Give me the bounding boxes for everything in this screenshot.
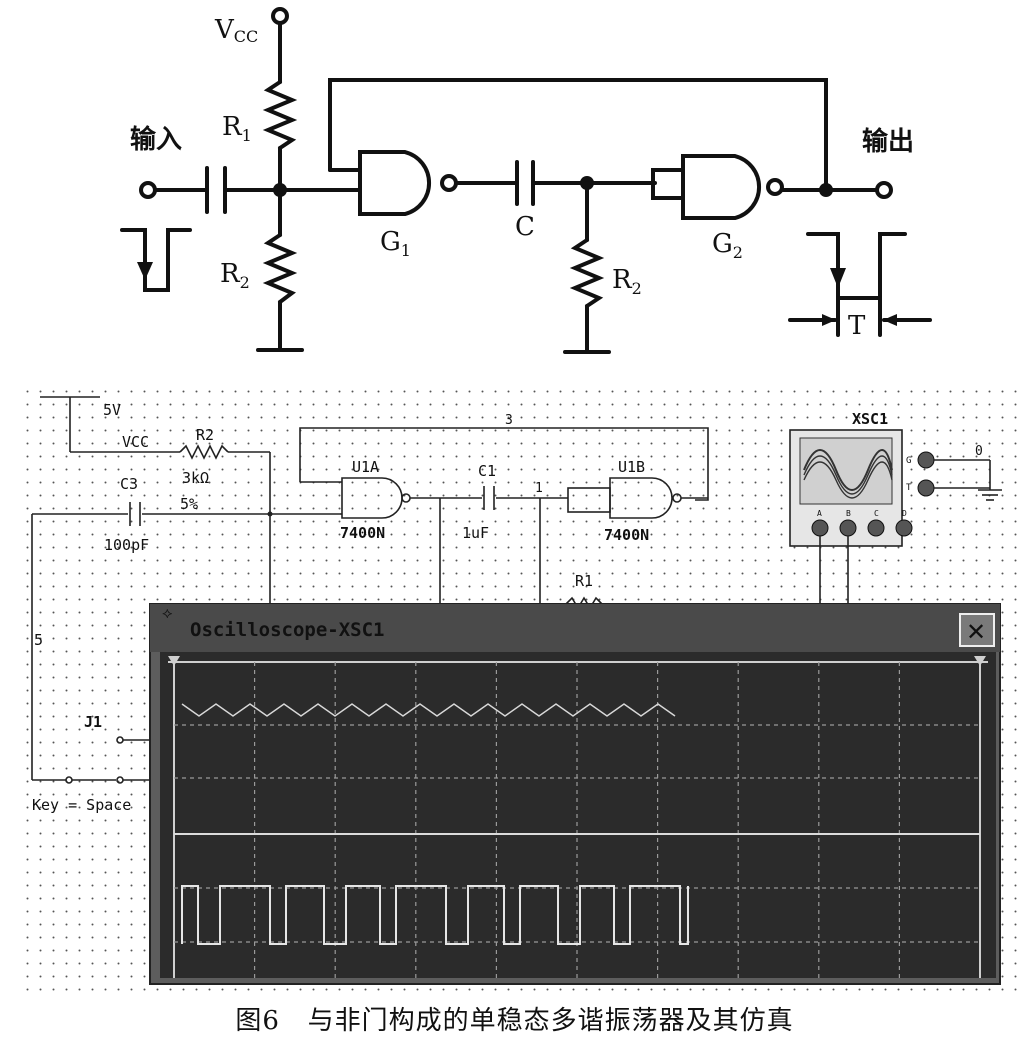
c1-label: C1 [478, 462, 496, 480]
c3-label: C3 [120, 475, 138, 493]
u1b-part: 7400N [604, 526, 649, 544]
t-label: T [848, 311, 866, 341]
svg-text:G: G [906, 456, 911, 466]
figure-canvas: VCC R1 R2 输入 G1 C [20, 7, 1025, 1000]
close-button[interactable]: ✕ [959, 613, 995, 647]
figure-number: 图6 [235, 1006, 280, 1036]
j1-label: J1 [84, 713, 102, 731]
window-icon: ⟡ [162, 603, 173, 622]
scope-grid [174, 662, 980, 978]
oscilloscope-window[interactable]: ⟡ Oscilloscope-XSC1 ✕ [149, 603, 1001, 985]
r2-label: R2 [196, 426, 214, 444]
xsc1-label: XSC1 [852, 410, 888, 428]
u1b-label: U1B [618, 458, 645, 476]
vcc-terminal [271, 7, 289, 25]
input-label: 输入 [130, 124, 182, 155]
svg-text:T: T [906, 483, 912, 493]
r2-left-resistor [262, 233, 298, 304]
net3-label: 3 [505, 413, 513, 428]
u1a-part: 7400N [340, 524, 385, 542]
supply-label: 5V [103, 401, 121, 419]
cursor-marker-right[interactable] [974, 656, 986, 666]
output-pulse-waveform [806, 232, 907, 300]
gnd-net-label: 0 [975, 444, 983, 459]
g1-nand-gate [358, 150, 432, 216]
trace-channel-a [181, 703, 676, 717]
c1-value: 1uF [462, 524, 489, 542]
input-terminal [139, 181, 157, 199]
r2-tolerance: 5% [180, 495, 198, 513]
trace-channel-b [181, 885, 689, 945]
r2-value: 3kΩ [182, 469, 209, 487]
svg-text:D: D [902, 509, 907, 518]
vcc-net-label: VCC [122, 433, 149, 451]
r2-right-label: R2 [612, 265, 642, 298]
r1-resistor [262, 80, 298, 150]
figure-title: 与非门构成的单稳态多谐振荡器及其仿真 [307, 1006, 794, 1036]
g1-label: G1 [380, 227, 411, 260]
u1b-nand-gate [609, 477, 673, 519]
oscilloscope-title: Oscilloscope-XSC1 [190, 619, 384, 641]
r1-label: R1 [575, 572, 593, 590]
vcc-label: VCC [214, 15, 258, 46]
key-label: Key = Space [32, 796, 131, 814]
net5-label: 5 [34, 631, 43, 649]
junction-dot [819, 183, 833, 197]
r1-label: R1 [222, 112, 252, 145]
arrow-down-icon [137, 262, 153, 280]
g2-nand-gate [681, 154, 762, 220]
svg-text:B: B [846, 509, 851, 518]
figure-caption: 图6 与非门构成的单稳态多谐振荡器及其仿真 [0, 1000, 1029, 1040]
arrow-down-icon [830, 268, 846, 288]
c3-value: 100pF [104, 536, 149, 554]
top-schematic: VCC R1 R2 输入 G1 C [120, 7, 932, 354]
scope-screen [160, 652, 996, 978]
r2-left-label: R2 [220, 259, 250, 292]
output-label: 输出 [862, 126, 914, 157]
oscilloscope-titlebar[interactable] [150, 604, 1000, 652]
c-label: C [515, 212, 535, 242]
svg-text:A: A [817, 509, 822, 518]
u1a-label: U1A [352, 458, 379, 476]
g2-label: G2 [712, 229, 743, 262]
input-pulse-waveform [120, 228, 192, 292]
r2-right-resistor [569, 238, 605, 308]
output-terminal [875, 181, 893, 199]
close-icon: ✕ [966, 618, 986, 646]
net1-label: 1 [535, 481, 543, 496]
cursor-marker-left[interactable] [168, 656, 180, 666]
svg-text:C: C [874, 509, 879, 518]
